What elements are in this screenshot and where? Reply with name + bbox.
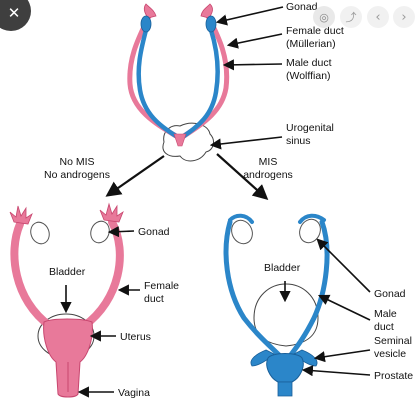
testis-right [299,218,321,244]
label-gonad-female: Gonad [138,226,170,238]
male-duct-right [181,27,220,139]
pointer-male-duct [222,59,283,71]
label-female-duct-2: duct [144,293,164,305]
pointer-seminal-vesicle [313,349,371,363]
pointer-male-duct [317,294,371,321]
label-gonad-top: Gonad [286,1,318,13]
label-androgens: androgens [243,169,293,181]
share-icon: ⤴ [345,11,357,24]
female-labels: Gonad Bladder Female duct Uterus Vagina [49,226,179,399]
label-male-duct-top-1: Male duct [286,57,332,69]
label-male-duct-2: duct [374,321,394,333]
indifferent-stage [127,3,230,162]
label-male-duct-top-2: (Wolffian) [286,70,331,82]
label-no-mis: No MIS [59,156,94,168]
share-button[interactable]: ⤴ [340,6,362,28]
pointer-gonad-male [316,238,371,293]
label-seminal-vesicle-1: Seminal [374,335,412,347]
fimbria-top-right [200,3,213,19]
testis-left [231,219,253,245]
arrow-to-male [216,153,269,201]
label-vagina: Vagina [118,387,150,399]
branch-arrows: No MIS No androgens MIS androgens [44,153,293,201]
pointer-prostate [301,365,371,377]
label-female-duct-top-2: (Müllerian) [286,38,336,50]
label-urogenital-top-2: sinus [286,135,311,147]
epididymis-right [298,213,326,224]
male-bladder [253,283,319,347]
label-mis: MIS [259,156,278,168]
prostate-shape [266,353,304,383]
pointer-female-gonad [107,226,135,238]
fimbria-female-right [99,202,124,223]
label-gonad-male: Gonad [374,288,406,300]
label-no-androgens: No androgens [44,169,110,181]
close-icon: ✕ [7,4,21,22]
label-uterus: Uterus [120,331,151,343]
label-urogenital-top-1: Urogenital [286,122,334,134]
urogenital-sinus-shape [162,122,214,162]
male-system [223,213,330,397]
next-image-button[interactable]: › [393,6,415,28]
gonad-top-right [205,15,217,33]
google-lens-icon: ◎ [319,10,329,24]
label-seminal-vesicle-2: vesicle [374,348,406,360]
label-female-duct-top-1: Female duct [286,25,344,37]
male-duct-left [136,27,179,139]
arrow-to-female [105,155,165,197]
sinus-junction [173,133,187,147]
male-urethra [277,381,293,397]
epididymis-left [228,213,254,224]
male-labels: Bladder Gonad Male duct Seminal vesicle … [264,238,413,382]
chevron-left-icon: ‹ [375,9,381,25]
fimbria-top-left [143,3,157,19]
google-lens-button[interactable]: ◎ [313,6,335,28]
gonad-top-left [140,15,152,33]
pointer-female-duct [226,33,283,49]
label-bladder-male: Bladder [264,262,301,274]
female-oviduct-left [10,220,54,330]
label-bladder-female: Bladder [49,266,86,278]
ovary-left [30,221,50,245]
male-duct-left [223,219,283,359]
label-male-duct-1: Male [374,308,397,320]
label-prostate: Prostate [374,370,413,382]
top-labels: Gonad Female duct (Müllerian) Male duct … [209,1,344,150]
previous-image-button[interactable]: ‹ [367,6,389,28]
chevron-right-icon: › [401,9,407,25]
pointer-gonad [215,6,284,26]
label-female-duct-1: Female [144,280,179,292]
fimbria-female-left [9,205,33,225]
pointer-urogenital-sinus [209,136,283,150]
